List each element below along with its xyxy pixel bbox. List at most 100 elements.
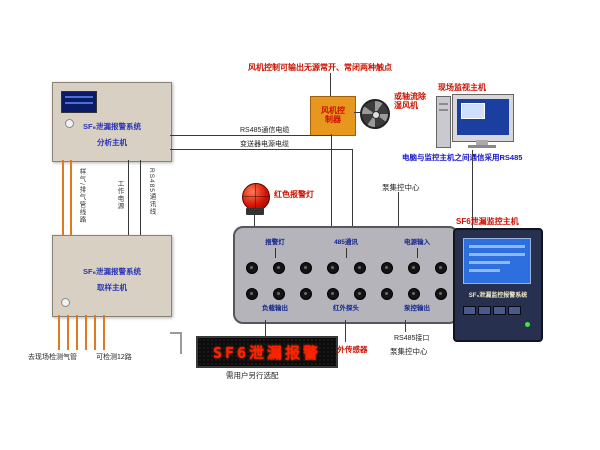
- site-monitor-label: 现场监视主机: [438, 83, 486, 92]
- connector-line: [354, 112, 362, 113]
- gas-pipe-wire: [103, 315, 105, 350]
- ir-sensor-label: 红外传感器: [330, 345, 368, 354]
- analysis-host-name-label: 分析主机: [97, 138, 127, 147]
- gas-pipe-wire: [94, 315, 96, 350]
- terminal-screw: [408, 262, 420, 274]
- sf6-host-button: [463, 306, 476, 315]
- sampling-host: SF₆泄漏报警系统 取样主机: [52, 235, 172, 317]
- terminal-group-label: 负载输出: [262, 305, 288, 312]
- fan-controller: 风机控制器: [310, 96, 356, 136]
- screen-line: [65, 102, 93, 104]
- terminal-screw: [435, 262, 447, 274]
- power-wire: [128, 160, 129, 235]
- tower-slot: [439, 103, 448, 105]
- analysis-host-indicator: [65, 119, 74, 128]
- screen-bar: [469, 261, 510, 264]
- terminal-screw: [273, 288, 285, 300]
- fan-note: 风机控制可输出无源常开、常闭两种触点: [248, 63, 392, 72]
- terminal-tick: [275, 248, 276, 258]
- connector-line: [330, 73, 331, 96]
- rs485-wire: [140, 160, 141, 235]
- terminal-group-label: 报警灯: [265, 239, 285, 246]
- sample-gas-wire: [62, 160, 64, 235]
- sample-gas-line-label: 样气/排气管线路: [78, 168, 85, 224]
- rs485-cable-line: [170, 135, 331, 136]
- panel-to-sensor-line: [345, 320, 346, 342]
- pump-top-line: [398, 192, 399, 226]
- rs485-wire-label: RS485通讯线: [148, 168, 155, 216]
- power-out-wire: [180, 332, 182, 354]
- panel-to-led-line: [265, 320, 266, 336]
- sf6-monitor-host: SF₆泄漏监控报警系统: [453, 228, 543, 342]
- led-caption: 需用户另行选配: [226, 371, 279, 380]
- channel-count-label: 可检测12路: [96, 354, 132, 361]
- rs485-port-label: RS485接口: [394, 335, 430, 342]
- terminal-panel: 报警灯 485通讯 电源输入 负载输出 红外探头 泵控输出: [233, 226, 459, 324]
- sf6-host-button: [478, 306, 491, 315]
- gas-pipe-wire: [58, 315, 60, 350]
- gas-pipe-wire: [67, 315, 69, 350]
- sampling-host-indicator: [61, 298, 70, 307]
- led-display-text: SF6泄漏报警: [212, 343, 322, 362]
- terminal-screw: [246, 262, 258, 274]
- pc-monitor: [452, 94, 514, 142]
- analysis-host: SF₆泄漏报警系统 分析主机: [52, 82, 172, 162]
- pc-screen: [457, 99, 509, 135]
- screen-line: [65, 96, 93, 98]
- terminal-screw: [381, 262, 393, 274]
- sf6-host-screen-text: SF₆泄漏监控报警系统: [468, 293, 528, 299]
- terminal-screw: [300, 262, 312, 274]
- terminal-group-label: 泵控输出: [404, 305, 430, 312]
- sf6-host-button: [493, 306, 506, 315]
- terminal-screw: [327, 262, 339, 274]
- screen-bar: [469, 253, 525, 256]
- panel-to-port-line: [405, 320, 406, 332]
- power-cable-line: [170, 149, 352, 150]
- transmitter-power-cable-label: 变送器电源电缆: [240, 141, 289, 148]
- beacon-detail: [243, 196, 269, 197]
- gas-pipe-wire: [76, 315, 78, 350]
- terminal-screw: [408, 288, 420, 300]
- analysis-host-screen: [61, 91, 97, 113]
- terminal-screw: [300, 288, 312, 300]
- terminal-tick: [346, 248, 347, 258]
- analysis-host-system-label: SF₆泄漏报警系统: [83, 122, 141, 131]
- power-out-wire: [170, 332, 182, 334]
- cable-to-panel-line: [352, 149, 353, 226]
- sample-gas-wire: [70, 160, 72, 235]
- pump-center-bottom-label: 泵集控中心: [390, 347, 428, 356]
- gas-pipe-wire: [85, 315, 87, 350]
- terminal-screw: [435, 288, 447, 300]
- beacon-detail: [255, 184, 256, 210]
- terminal-group-label: 电源输入: [404, 239, 430, 246]
- terminal-screw: [381, 288, 393, 300]
- terminal-screw: [327, 288, 339, 300]
- fan-hub: [372, 111, 380, 119]
- sf6-host-screen: [463, 238, 531, 284]
- pc-screen-window: [461, 103, 485, 119]
- rs485-cable-label: RS485通信电缆: [240, 127, 290, 134]
- sf6-host-title: SF6泄漏监控主机: [456, 217, 519, 226]
- monitor-base: [468, 145, 496, 148]
- work-power-label: 工作电源: [116, 180, 123, 210]
- fan-controller-label: 风机控制器: [321, 106, 345, 124]
- screen-bar: [469, 245, 525, 248]
- sampling-host-name-label: 取样主机: [97, 283, 127, 292]
- beacon-to-panel-line: [254, 215, 255, 226]
- terminal-screw: [354, 288, 366, 300]
- terminal-screw: [246, 288, 258, 300]
- sf6-host-button: [508, 306, 521, 315]
- terminal-group-label: 红外探头: [333, 305, 359, 312]
- alarm-beacon-base: [246, 208, 264, 215]
- led-display: SF6泄漏报警: [196, 336, 338, 368]
- screen-bar: [469, 269, 500, 272]
- beacon-label: 红色报警灯: [274, 190, 314, 199]
- alarm-beacon: [242, 183, 270, 211]
- terminal-group-label: 485通讯: [334, 239, 358, 246]
- tower-slot: [439, 109, 448, 111]
- pc-tower: [436, 96, 451, 148]
- terminal-tick: [417, 248, 418, 258]
- monitor-stand: [476, 140, 488, 145]
- terminal-screw: [273, 262, 285, 274]
- pc-comm-note: 电脑与监控主机之间通信采用RS485: [402, 153, 523, 162]
